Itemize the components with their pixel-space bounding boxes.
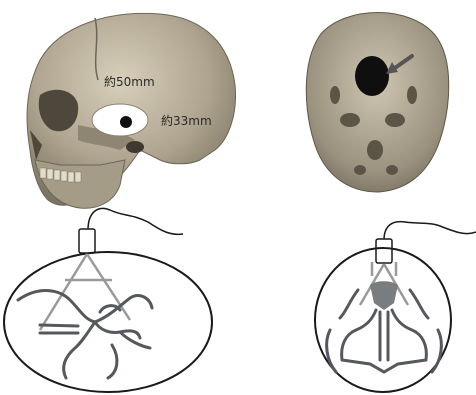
skull-base-outline — [306, 13, 449, 193]
cerebral-vessels-left — [18, 291, 152, 378]
transforaminal-insonation-diagram — [315, 222, 476, 392]
temporal-window — [92, 104, 148, 136]
probe-cable-right — [384, 222, 476, 240]
temporal-insonation-diagram — [4, 208, 212, 392]
basilar-target-region — [370, 281, 398, 310]
height-label: 約33mm — [161, 113, 212, 128]
temporal-window-center — [120, 116, 132, 128]
foramen-magnum — [355, 56, 389, 96]
head-outline-left — [4, 252, 212, 392]
probe-cable-left — [88, 208, 183, 234]
ultrasound-probe-left — [79, 229, 95, 253]
width-label: 約50mm — [104, 74, 155, 89]
ultrasound-probe-right — [376, 239, 392, 263]
skull-ear-canal — [126, 141, 144, 153]
skull-side-view: 約50mm 約33mm — [27, 13, 236, 208]
skull-bottom-view — [306, 13, 449, 193]
